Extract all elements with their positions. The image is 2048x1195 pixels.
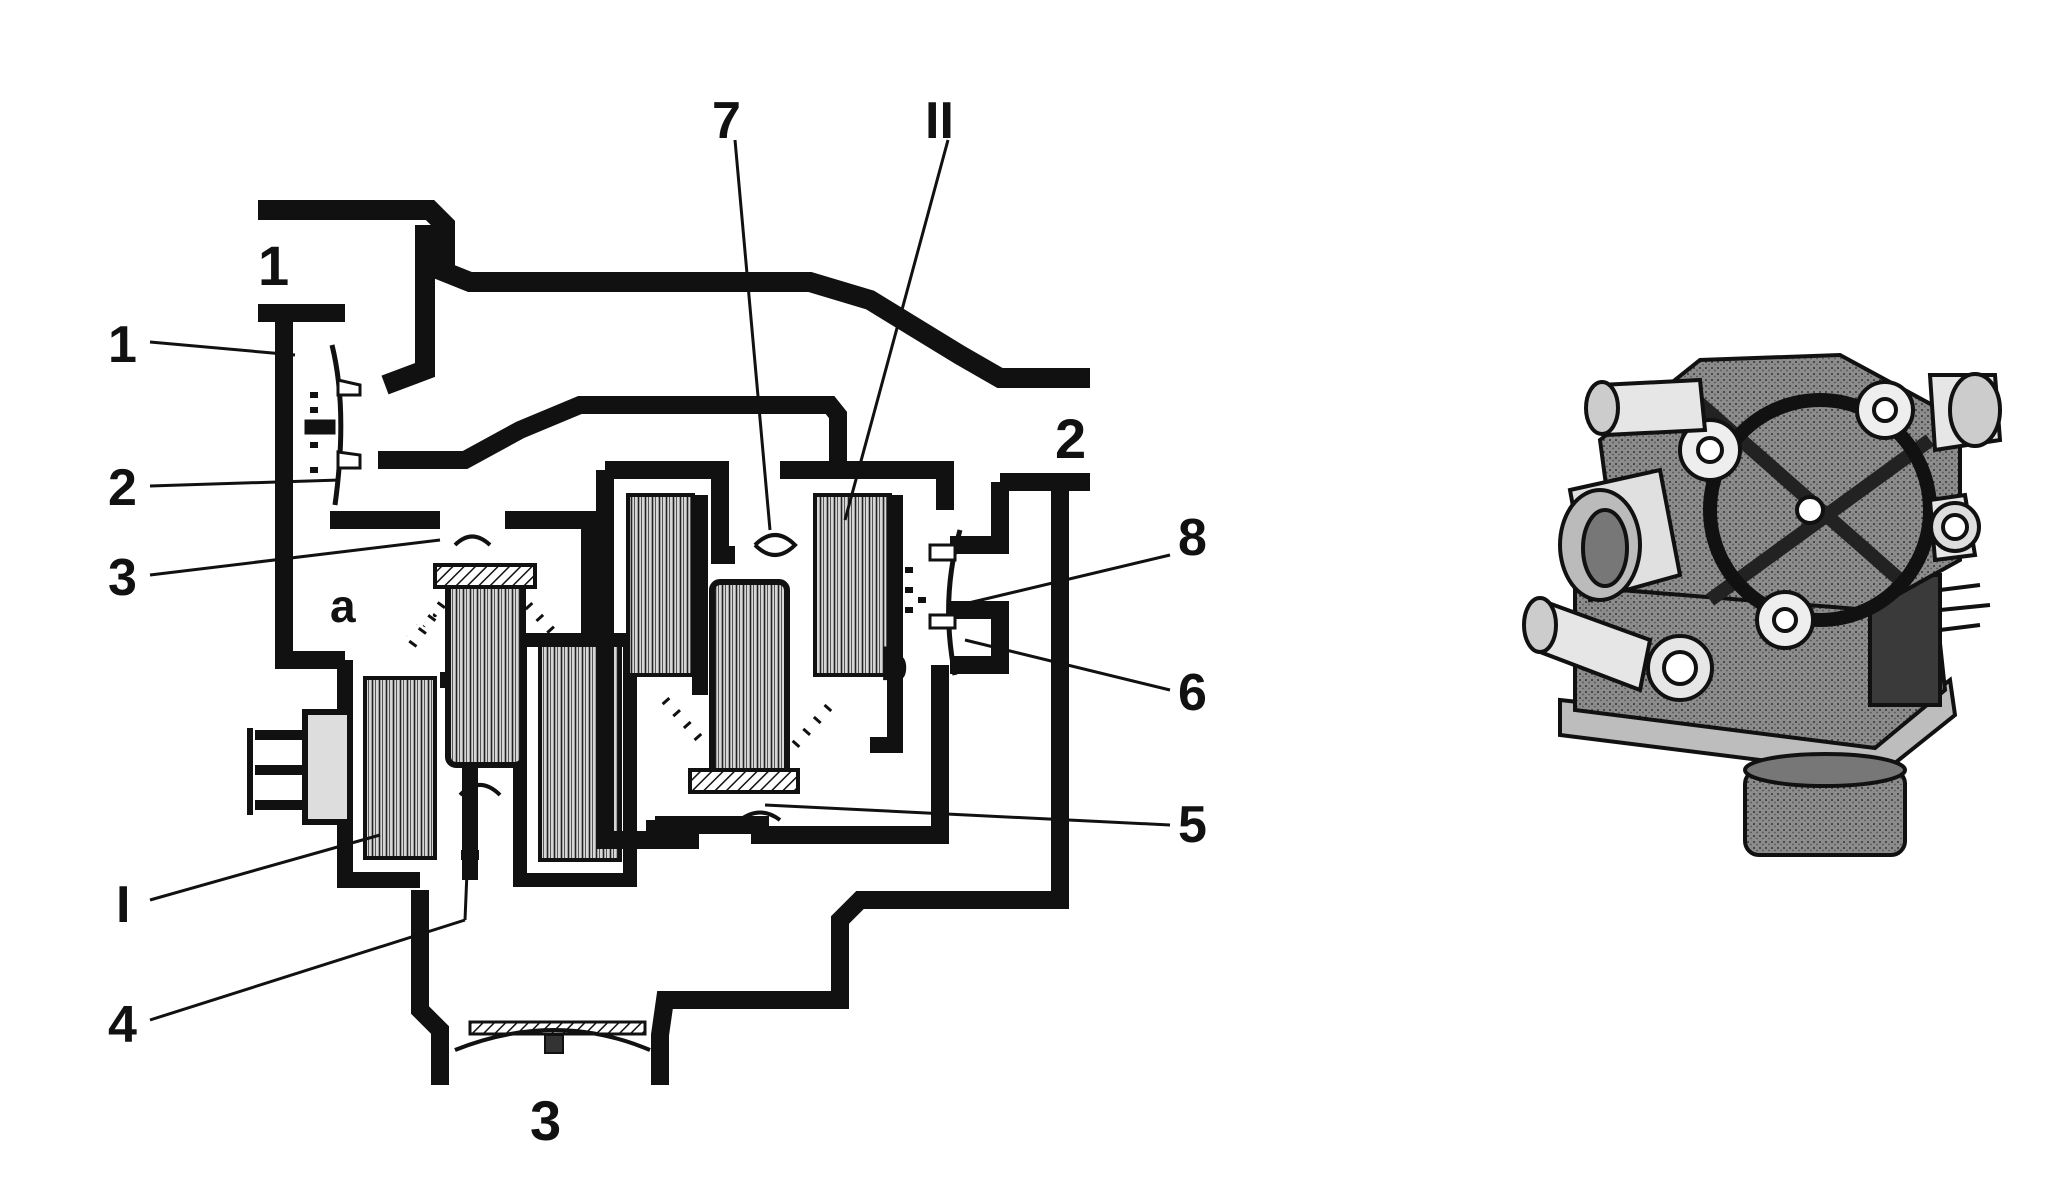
part-label-3: 3: [108, 549, 137, 607]
diaphragm-right-valve-1: [928, 543, 957, 562]
seat-3: [453, 534, 492, 547]
solenoid-II-armature-base: [688, 768, 800, 794]
seat-4: [458, 783, 502, 797]
valve-boss-center: [1795, 495, 1825, 525]
chamber-a-dots: [310, 392, 318, 473]
solenoid-II-housing-left: [596, 470, 699, 849]
port-1-wall: [381, 225, 435, 395]
outer-supply-channel: [258, 200, 1090, 388]
valve-boss-bottom-hole: [1772, 607, 1798, 633]
valve-tube-right-bore: [1941, 513, 1969, 541]
exhaust-channel-left: [411, 890, 449, 1085]
leader-3: [149, 538, 441, 577]
diaphragm-left-valve-1: [336, 378, 362, 397]
solenoid-I-armature-cap: [433, 563, 537, 589]
chamber-b-dots: [905, 567, 926, 613]
right-cavity-wall: [646, 665, 949, 844]
part-label-7: 7: [712, 92, 741, 150]
solenoid-II-housing-right: [780, 461, 954, 510]
solenoid-label-II: II: [925, 92, 954, 150]
port-2-wall-inner: [950, 482, 1009, 674]
leader-2: [149, 478, 341, 488]
valve-boss-top-left-hole: [1696, 436, 1724, 464]
part-label-2: 2: [108, 459, 137, 517]
leader-lines: [149, 139, 1171, 1022]
valve-tube-large-left-bore: [1581, 508, 1629, 588]
leader-7: [733, 139, 772, 531]
leader-I: [149, 833, 381, 902]
valve-connector-pins: [1939, 583, 1991, 632]
valve-tube-lower-left-end: [1522, 596, 1558, 654]
part-label-4: 4: [108, 996, 137, 1054]
exhaust-filter: [468, 1020, 647, 1036]
leader-4b: [463, 799, 472, 921]
connector-body: [302, 709, 353, 825]
exhaust-membrane: [454, 1028, 651, 1052]
port-label-2: 2: [1055, 407, 1086, 470]
port-label-1: 1: [258, 234, 289, 297]
valve-illustration: [1522, 352, 2003, 857]
leader-5: [764, 803, 1171, 827]
valve-bottom-outlet-rim: [1743, 752, 1907, 788]
exhaust-stem: [544, 1034, 564, 1054]
leader-4: [149, 918, 466, 1022]
part-label-1: 1: [108, 316, 137, 374]
valve-tube-lower-mid-bore: [1662, 650, 1698, 686]
valve-tube-top-right-end: [1948, 372, 2002, 448]
connector-pins: [255, 730, 305, 810]
port-label-3: 3: [530, 1089, 561, 1152]
diaphragm-left: [329, 344, 344, 506]
solenoid-I-coil-left: [363, 676, 437, 860]
solenoid-label-I: I: [116, 876, 130, 934]
leader-1: [149, 340, 296, 357]
valve-tube-top-left-end: [1584, 380, 1620, 436]
leader-6: [964, 638, 1171, 692]
part-label-8: 8: [1178, 509, 1207, 567]
part-label-5: 5: [1178, 796, 1207, 854]
spring-I-left-dots: [408, 597, 449, 648]
spring-II-right: [791, 697, 839, 748]
part-label-6: 6: [1178, 664, 1207, 722]
solenoid-I-armature: [445, 572, 526, 768]
chamber-label-b: b: [880, 638, 908, 690]
seat-5: [738, 810, 782, 822]
diagram-labels: 1 2 3 1 2 3 4 5 6 7 8 I II a b: [108, 92, 1207, 1152]
solenoid-II-yoke: [692, 495, 903, 753]
solenoid-II-housing-center: [605, 461, 735, 564]
inner-channel: [378, 396, 847, 470]
left-wall-inner: [505, 511, 599, 660]
chamber-label-a: a: [330, 580, 356, 632]
leader-II: [843, 139, 950, 521]
valve-port-tubes: [1522, 372, 2003, 702]
solenoid-I-yoke: [513, 633, 637, 887]
solenoid-II-armature: [709, 579, 790, 780]
valve-section-drawing: [149, 139, 1171, 1085]
diaphragm-right-valve-2: [928, 613, 957, 630]
diaphragm-left-valve-2: [336, 450, 362, 470]
valve-boss-top-right-hole: [1872, 397, 1898, 423]
diaphragm-left-block: [304, 419, 336, 435]
port-2-wall-right: [651, 482, 1069, 1085]
seat-7: [753, 533, 798, 557]
spring-I-left: [406, 601, 444, 644]
leader-8: [959, 553, 1171, 607]
spring-II-left: [661, 697, 709, 748]
port-1-body-left: [275, 318, 345, 669]
solenoid-II-coil-right: [813, 493, 892, 677]
solenoid-II-coil-left: [626, 493, 695, 677]
